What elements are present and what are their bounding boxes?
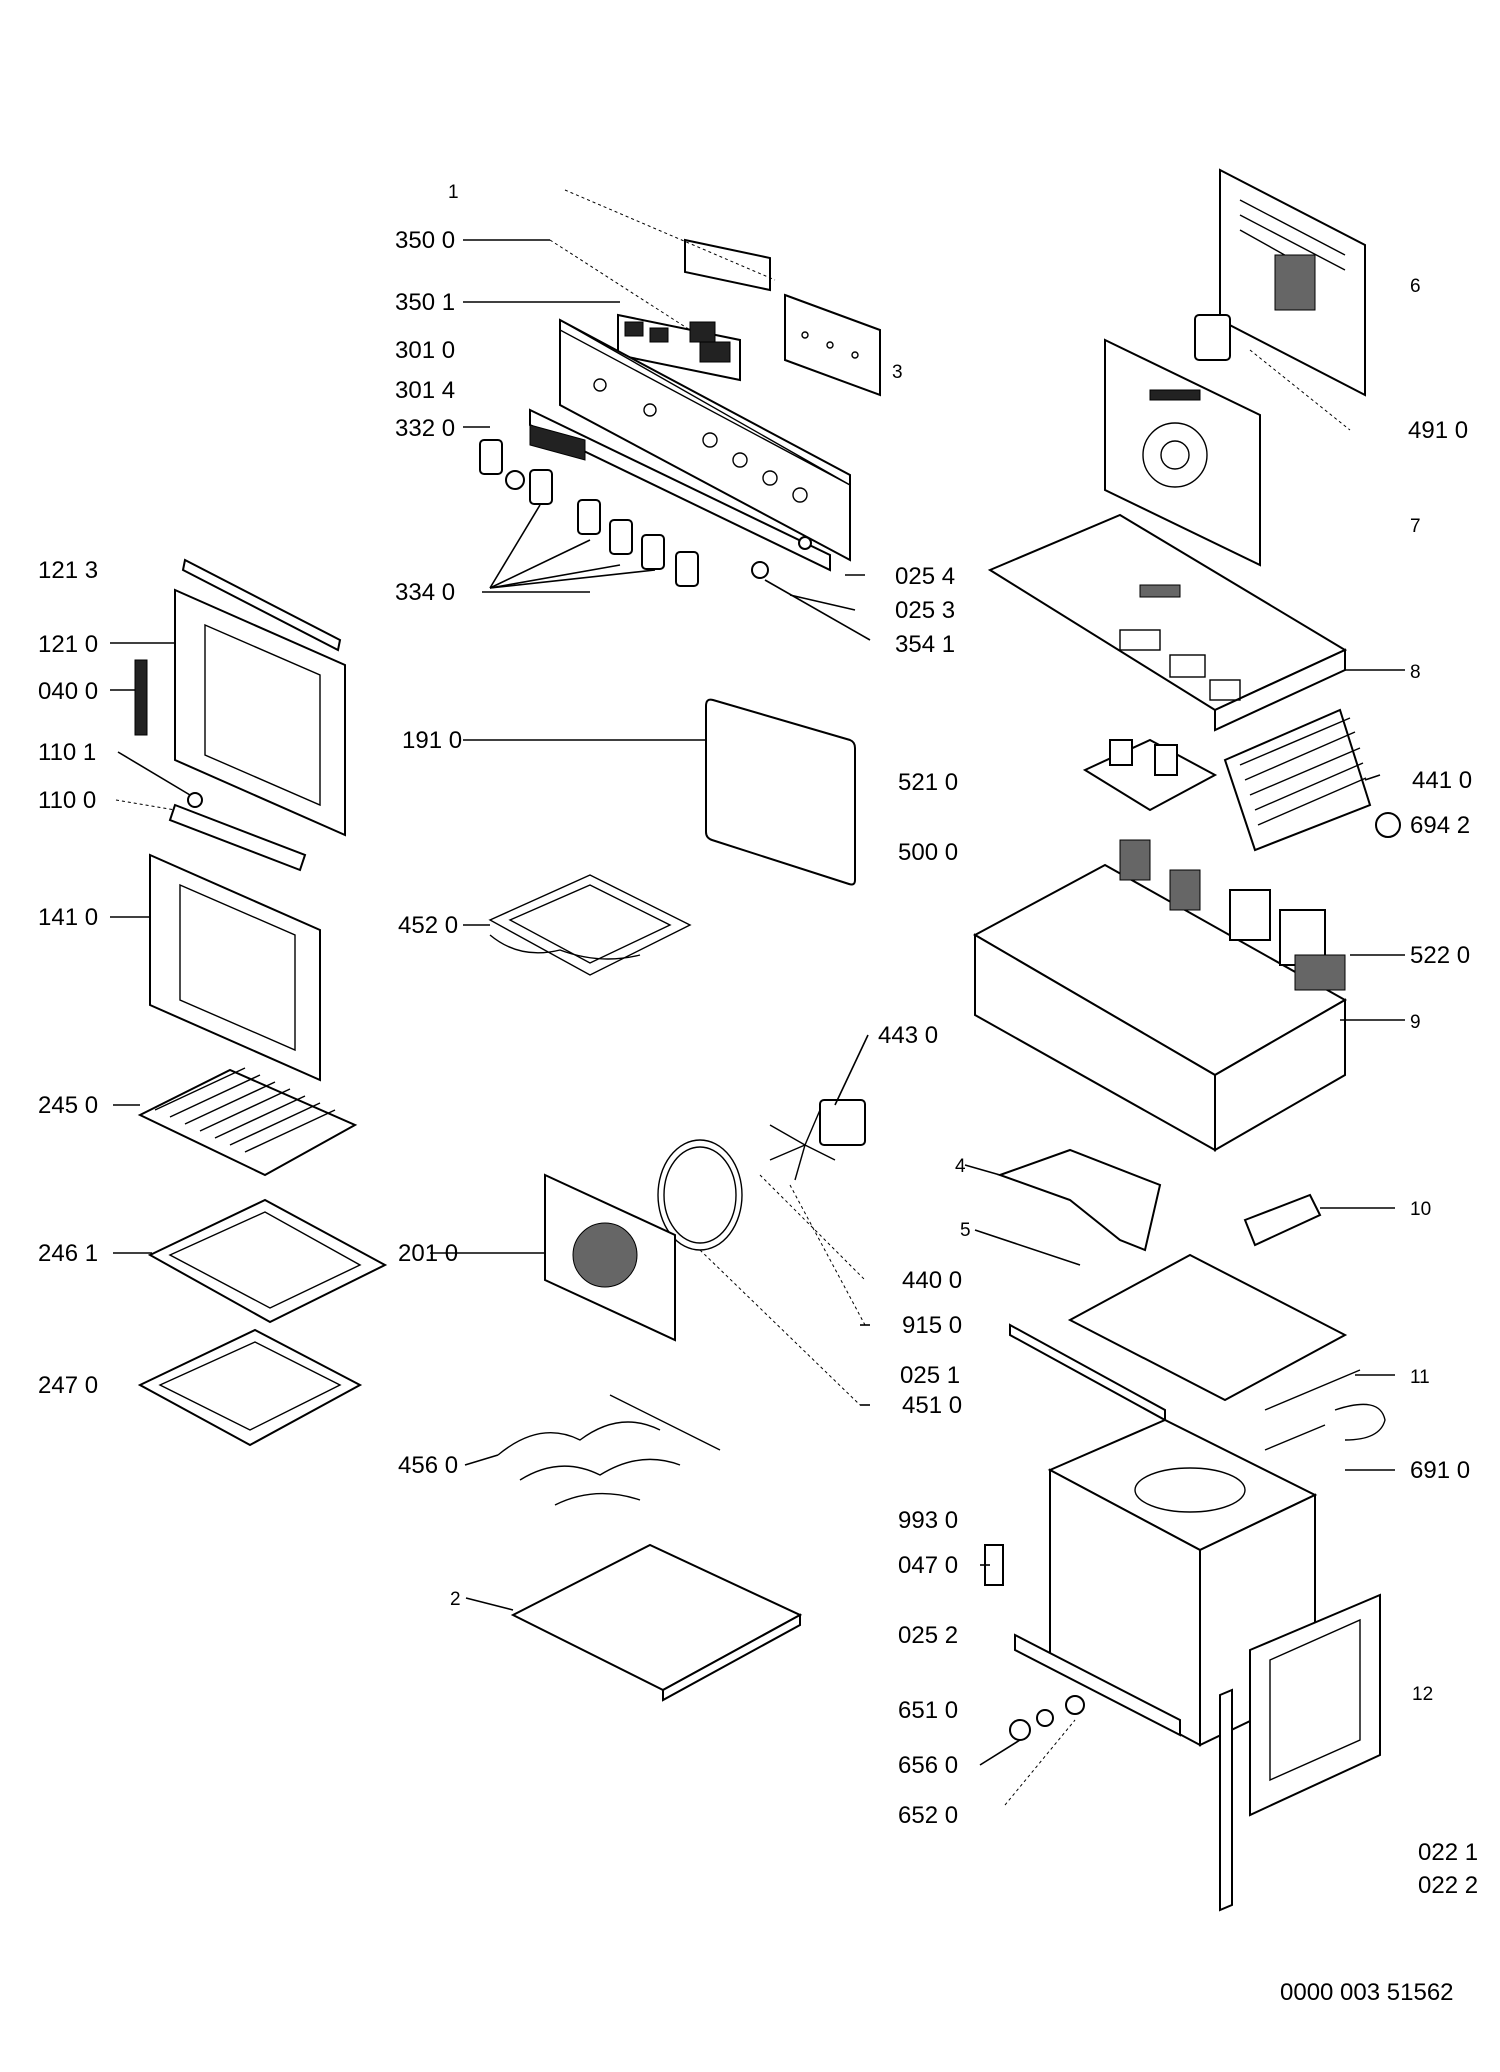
cooling-and-electronics-assembly bbox=[972, 708, 1401, 1152]
label-p246-1: 246 1 bbox=[38, 1240, 98, 1267]
label-p440-0: 440 0 bbox=[902, 1267, 962, 1294]
label-p441-0: 441 0 bbox=[1412, 767, 1472, 794]
label-p025-3: 025 3 bbox=[895, 597, 955, 624]
label-p040-0: 040 0 bbox=[38, 678, 98, 705]
label-p694-2: 694 2 bbox=[1410, 812, 1470, 839]
label-p2: 2 bbox=[450, 1589, 461, 1610]
label-p025-1: 025 1 bbox=[900, 1362, 960, 1389]
label-p350-0: 350 0 bbox=[395, 227, 455, 254]
label-p022-2: 022 2 bbox=[1418, 1872, 1478, 1899]
oven-cavity-assembly bbox=[984, 1148, 1386, 1912]
label-p691-0: 691 0 bbox=[1410, 1457, 1470, 1484]
label-p301-0: 301 0 bbox=[395, 337, 455, 364]
rear-panel-assembly bbox=[987, 168, 1366, 732]
label-p8: 8 bbox=[1410, 662, 1421, 683]
label-p6: 6 bbox=[1410, 276, 1421, 297]
leader-lines bbox=[110, 189, 1405, 1806]
label-p5: 5 bbox=[960, 1220, 971, 1241]
label-p7: 7 bbox=[1410, 516, 1421, 537]
label-p121-0: 121 0 bbox=[38, 631, 98, 658]
label-p141-0: 141 0 bbox=[38, 904, 98, 931]
document-number: 0000 003 51562 bbox=[1280, 1979, 1454, 2006]
label-p191-0: 191 0 bbox=[402, 727, 462, 754]
label-p12: 12 bbox=[1412, 1684, 1433, 1705]
label-p451-0: 451 0 bbox=[902, 1392, 962, 1419]
label-p452-0: 452 0 bbox=[398, 912, 458, 939]
label-p201-0: 201 0 bbox=[398, 1240, 458, 1267]
label-p1: 1 bbox=[448, 182, 459, 203]
label-p521-0: 521 0 bbox=[898, 769, 958, 796]
label-p651-0: 651 0 bbox=[898, 1697, 958, 1724]
label-p9: 9 bbox=[1410, 1012, 1421, 1033]
label-p10: 10 bbox=[1410, 1199, 1431, 1220]
label-p245-0: 245 0 bbox=[38, 1092, 98, 1119]
label-p443-0: 443 0 bbox=[878, 1022, 938, 1049]
label-p915-0: 915 0 bbox=[902, 1312, 962, 1339]
label-p301-4: 301 4 bbox=[395, 377, 455, 404]
label-p022-1: 022 1 bbox=[1418, 1839, 1478, 1866]
label-p110-1: 110 1 bbox=[38, 739, 96, 766]
oven-interior-parts bbox=[488, 698, 866, 1702]
label-p11: 11 bbox=[1410, 1367, 1430, 1388]
label-p3: 3 bbox=[892, 362, 903, 383]
door-and-accessories bbox=[134, 558, 388, 1447]
label-p247-0: 247 0 bbox=[38, 1372, 98, 1399]
label-p491-0: 491 0 bbox=[1408, 417, 1468, 444]
label-p652-0: 652 0 bbox=[898, 1802, 958, 1829]
label-p656-0: 656 0 bbox=[898, 1752, 958, 1779]
part-labels: 1 350 0 350 1 301 0 301 4 332 0 334 0 3 … bbox=[38, 182, 1478, 2006]
label-p121-3: 121 3 bbox=[38, 557, 98, 584]
label-p110-0: 110 0 bbox=[38, 787, 96, 814]
label-p354-1: 354 1 bbox=[895, 631, 955, 658]
control-panel-assembly bbox=[479, 238, 881, 587]
label-p350-1: 350 1 bbox=[395, 289, 455, 316]
label-p025-2: 025 2 bbox=[898, 1622, 958, 1649]
label-p500-0: 500 0 bbox=[898, 839, 958, 866]
label-p456-0: 456 0 bbox=[398, 1452, 458, 1479]
label-p993-0: 993 0 bbox=[898, 1507, 958, 1534]
label-p332-0: 332 0 bbox=[395, 415, 455, 442]
label-p025-4: 025 4 bbox=[895, 563, 955, 590]
label-p4: 4 bbox=[955, 1156, 966, 1177]
label-p047-0: 047 0 bbox=[898, 1552, 958, 1579]
label-p522-0: 522 0 bbox=[1410, 942, 1470, 969]
label-p334-0: 334 0 bbox=[395, 579, 455, 606]
